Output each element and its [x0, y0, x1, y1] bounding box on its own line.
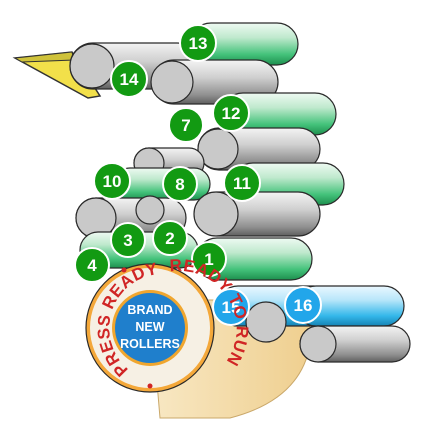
label-7: 7 — [168, 107, 204, 143]
roller-7-body — [197, 127, 321, 171]
label-11: 11 — [223, 164, 261, 202]
svg-text:8: 8 — [175, 175, 184, 194]
svg-text:3: 3 — [123, 231, 132, 250]
label-13: 13 — [179, 24, 217, 62]
label-16: 16 — [284, 286, 322, 324]
label-4: 4 — [74, 247, 110, 283]
badge-line-1: BRAND — [127, 303, 172, 317]
svg-text:2: 2 — [165, 229, 174, 248]
label-3: 3 — [110, 222, 146, 258]
svg-text:4: 4 — [87, 256, 97, 275]
svg-text:13: 13 — [189, 34, 208, 53]
svg-text:14: 14 — [120, 70, 139, 89]
badge-line-2: NEW — [135, 320, 164, 334]
dampener-gray-roller — [245, 301, 287, 343]
label-10: 10 — [93, 162, 131, 200]
svg-text:11: 11 — [233, 174, 251, 193]
badge-dot-bottom — [147, 383, 153, 389]
label-14: 14 — [110, 60, 148, 98]
svg-text:12: 12 — [222, 104, 241, 123]
bottom-gray-roller — [299, 325, 411, 363]
badge-line-3: ROLLERS — [120, 337, 180, 351]
label-15: 15 — [212, 288, 250, 326]
label-12: 12 — [212, 94, 250, 132]
label-2: 2 — [152, 220, 188, 256]
svg-text:15: 15 — [222, 298, 241, 317]
badge-dot-top — [121, 267, 127, 273]
svg-text:16: 16 — [294, 296, 313, 315]
svg-text:7: 7 — [181, 116, 190, 135]
svg-text:1: 1 — [204, 250, 213, 269]
svg-text:10: 10 — [103, 172, 122, 191]
label-1: 1 — [191, 241, 227, 277]
vibrator-roller — [193, 191, 321, 237]
label-8: 8 — [162, 166, 198, 202]
